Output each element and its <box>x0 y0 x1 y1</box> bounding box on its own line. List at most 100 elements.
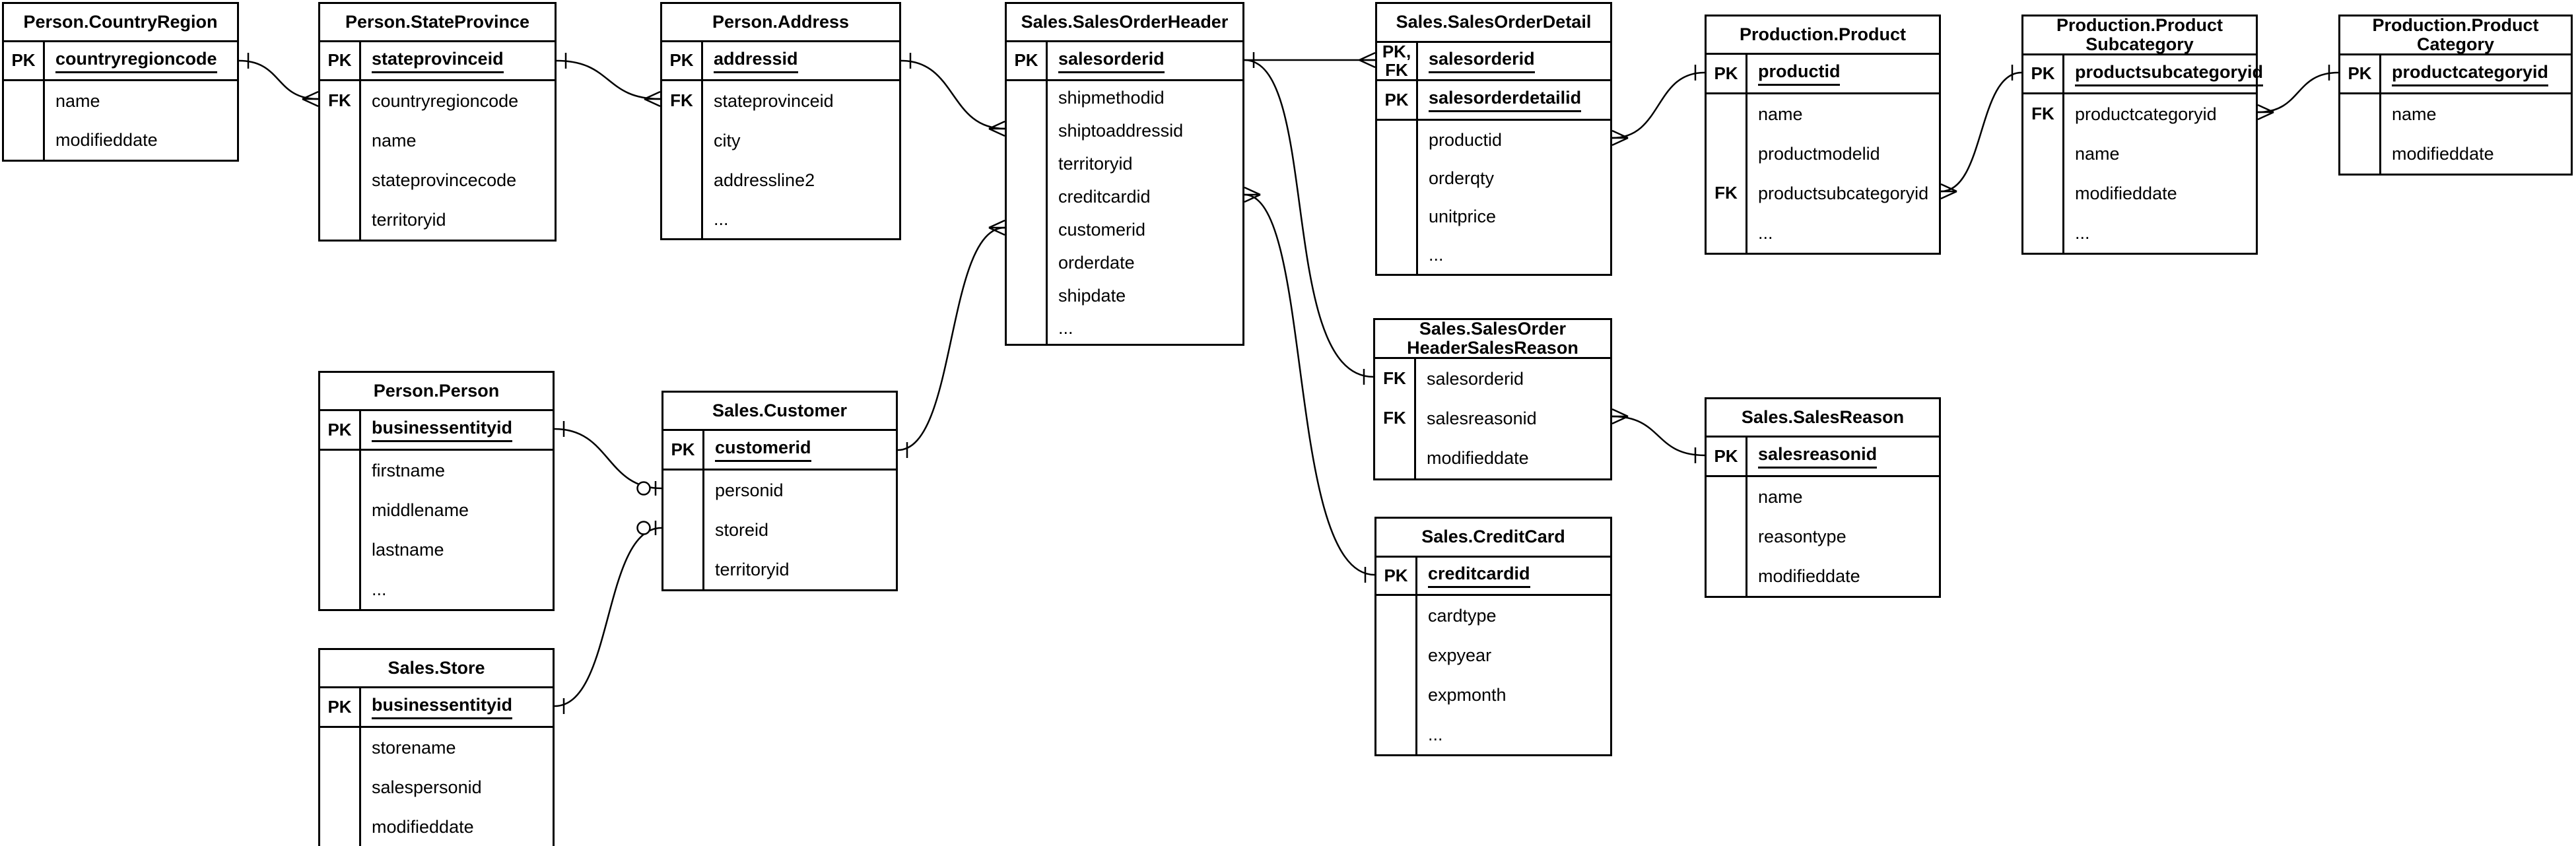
entity-title[interactable]: Sales.SalesReason <box>1707 399 1939 438</box>
edge-address-salesorderheader[interactable] <box>900 53 1005 137</box>
entity-row[interactable]: expyear <box>1376 635 1610 675</box>
entity-row[interactable]: orderqty <box>1377 159 1610 197</box>
entity-row[interactable]: stateprovincecode <box>320 160 555 200</box>
entity-row[interactable]: territoryid <box>663 550 896 589</box>
edge-customer-salesorderheader[interactable] <box>897 219 1005 458</box>
entity-row[interactable]: storeid <box>663 510 896 550</box>
entity-title[interactable]: Person.CountryRegion <box>4 4 237 42</box>
entity-row[interactable]: city <box>662 121 899 160</box>
entity-row[interactable]: orderdate <box>1007 246 1242 279</box>
entity-row[interactable]: ... <box>1707 213 1939 253</box>
entity-row[interactable]: ... <box>2023 213 2256 253</box>
entity-row[interactable]: name <box>320 121 555 160</box>
entity-row[interactable]: name <box>2340 94 2571 134</box>
edge-salesorderdetail-product[interactable] <box>1611 65 1705 146</box>
edge-store-customer[interactable] <box>554 521 662 714</box>
entity-row[interactable]: territoryid <box>320 200 555 240</box>
entity-row[interactable]: territoryid <box>1007 147 1242 180</box>
entity-row[interactable]: salespersonid <box>320 767 553 807</box>
entity-row[interactable]: name <box>2023 134 2256 174</box>
entity-row[interactable]: name <box>4 81 237 121</box>
entity-row[interactable]: ... <box>1376 715 1610 754</box>
edge-product-productsubcategory[interactable] <box>1940 65 2022 200</box>
edge-salesorderheader-salesorderheadersalesreason[interactable] <box>1244 59 1374 385</box>
entity-row[interactable]: modifieddate <box>4 121 237 160</box>
entity-row[interactable]: modifieddate <box>1707 556 1939 596</box>
entity-row[interactable]: creditcardid <box>1007 180 1242 213</box>
entity-title[interactable]: Sales.SalesOrderDetail <box>1377 4 1610 43</box>
entity-row[interactable]: personid <box>663 471 896 510</box>
entity-title[interactable]: Person.StateProvince <box>320 4 555 42</box>
entity-row[interactable]: cardtype <box>1376 596 1610 635</box>
entity-row[interactable]: productid <box>1377 121 1610 159</box>
entity-row[interactable]: addressline2 <box>662 160 899 200</box>
entity-row[interactable]: lastname <box>320 530 553 569</box>
entity-row[interactable]: productmodelid <box>1707 134 1939 174</box>
edge-salesorderheader-creditcard[interactable] <box>1244 186 1375 583</box>
edge-stateprovince-address[interactable] <box>556 53 661 108</box>
entity-title[interactable]: Production.Product <box>1707 16 1939 55</box>
entity-row[interactable]: shipmethodid <box>1007 81 1242 114</box>
edge-salesorderheader-salesorderdetail[interactable] <box>1244 51 1376 69</box>
edge-countryregion-stateprovince[interactable] <box>238 53 319 108</box>
entity-title[interactable]: Sales.Store <box>320 650 553 688</box>
entity-row[interactable]: shiptoaddressid <box>1007 114 1242 147</box>
entity-row[interactable]: expmonth <box>1376 675 1610 715</box>
entity-row[interactable]: modifieddate <box>1375 438 1610 478</box>
entity-row[interactable]: middlename <box>320 490 553 530</box>
entity-title[interactable]: Sales.SalesOrderHeader <box>1007 4 1242 42</box>
entity-row[interactable]: storename <box>320 728 553 767</box>
entity-row[interactable]: modifieddate <box>320 807 553 846</box>
entity-row[interactable]: reasontype <box>1707 517 1939 556</box>
edge-productsubcategory-productcategory[interactable] <box>2257 65 2339 121</box>
entity-row[interactable]: unitprice <box>1377 197 1610 236</box>
entity-row[interactable]: name <box>1707 477 1939 517</box>
entity-row[interactable]: modifieddate <box>2340 134 2571 174</box>
entity-title[interactable]: Person.Person <box>320 373 553 411</box>
entity-title[interactable]: Person.Address <box>662 4 899 42</box>
entity-row[interactable]: ... <box>320 569 553 609</box>
entity-row[interactable]: modifieddate <box>2023 174 2256 213</box>
entity-title[interactable]: Sales.Customer <box>663 393 896 431</box>
entity-row[interactable]: shipdate <box>1007 279 1242 312</box>
entity-row[interactable]: ... <box>1377 236 1610 274</box>
edge-salesorderheadersalesreason-salesreason[interactable] <box>1611 408 1705 463</box>
edge-person-customer[interactable] <box>554 421 662 496</box>
entity-row[interactable]: ... <box>662 200 899 238</box>
entity-row[interactable]: name <box>1707 94 1939 134</box>
